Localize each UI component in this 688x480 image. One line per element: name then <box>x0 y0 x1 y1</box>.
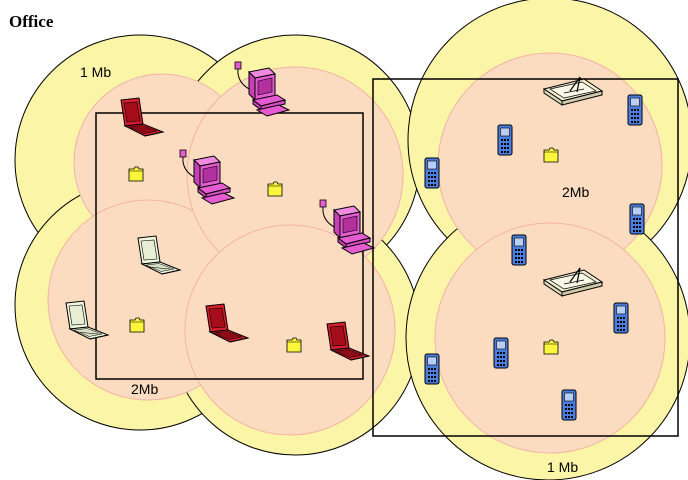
mobile-phone-icon <box>627 94 643 126</box>
coverage-ring-inner <box>184 224 396 436</box>
mobile-phone-icon <box>613 302 629 334</box>
mobile-phone-icon <box>629 203 645 235</box>
mobile-phone-icon <box>424 157 440 189</box>
label-1mb-left: 1 Mb <box>80 64 111 80</box>
folder-icon <box>267 181 283 197</box>
folder-icon <box>543 339 559 355</box>
label-2mb-right: 2Mb <box>562 184 589 200</box>
office-zone-right <box>372 78 679 437</box>
mobile-phone-icon <box>561 389 577 421</box>
mobile-phone-icon <box>493 337 509 369</box>
inner-coverage-rings <box>47 52 666 454</box>
mobile-phone-icon <box>497 124 513 156</box>
folder-icon <box>128 166 144 182</box>
folder-icon <box>543 147 559 163</box>
mobile-phone-icon <box>424 353 440 385</box>
mobile-phone-icon <box>511 234 527 266</box>
label-1mb-right: 1 Mb <box>547 459 578 475</box>
coverage-ring-inner <box>434 222 666 454</box>
label-2mb-left: 2Mb <box>131 381 158 397</box>
folder-icon <box>286 337 302 353</box>
folder-icon <box>129 317 145 333</box>
page-title: Office <box>9 12 54 31</box>
